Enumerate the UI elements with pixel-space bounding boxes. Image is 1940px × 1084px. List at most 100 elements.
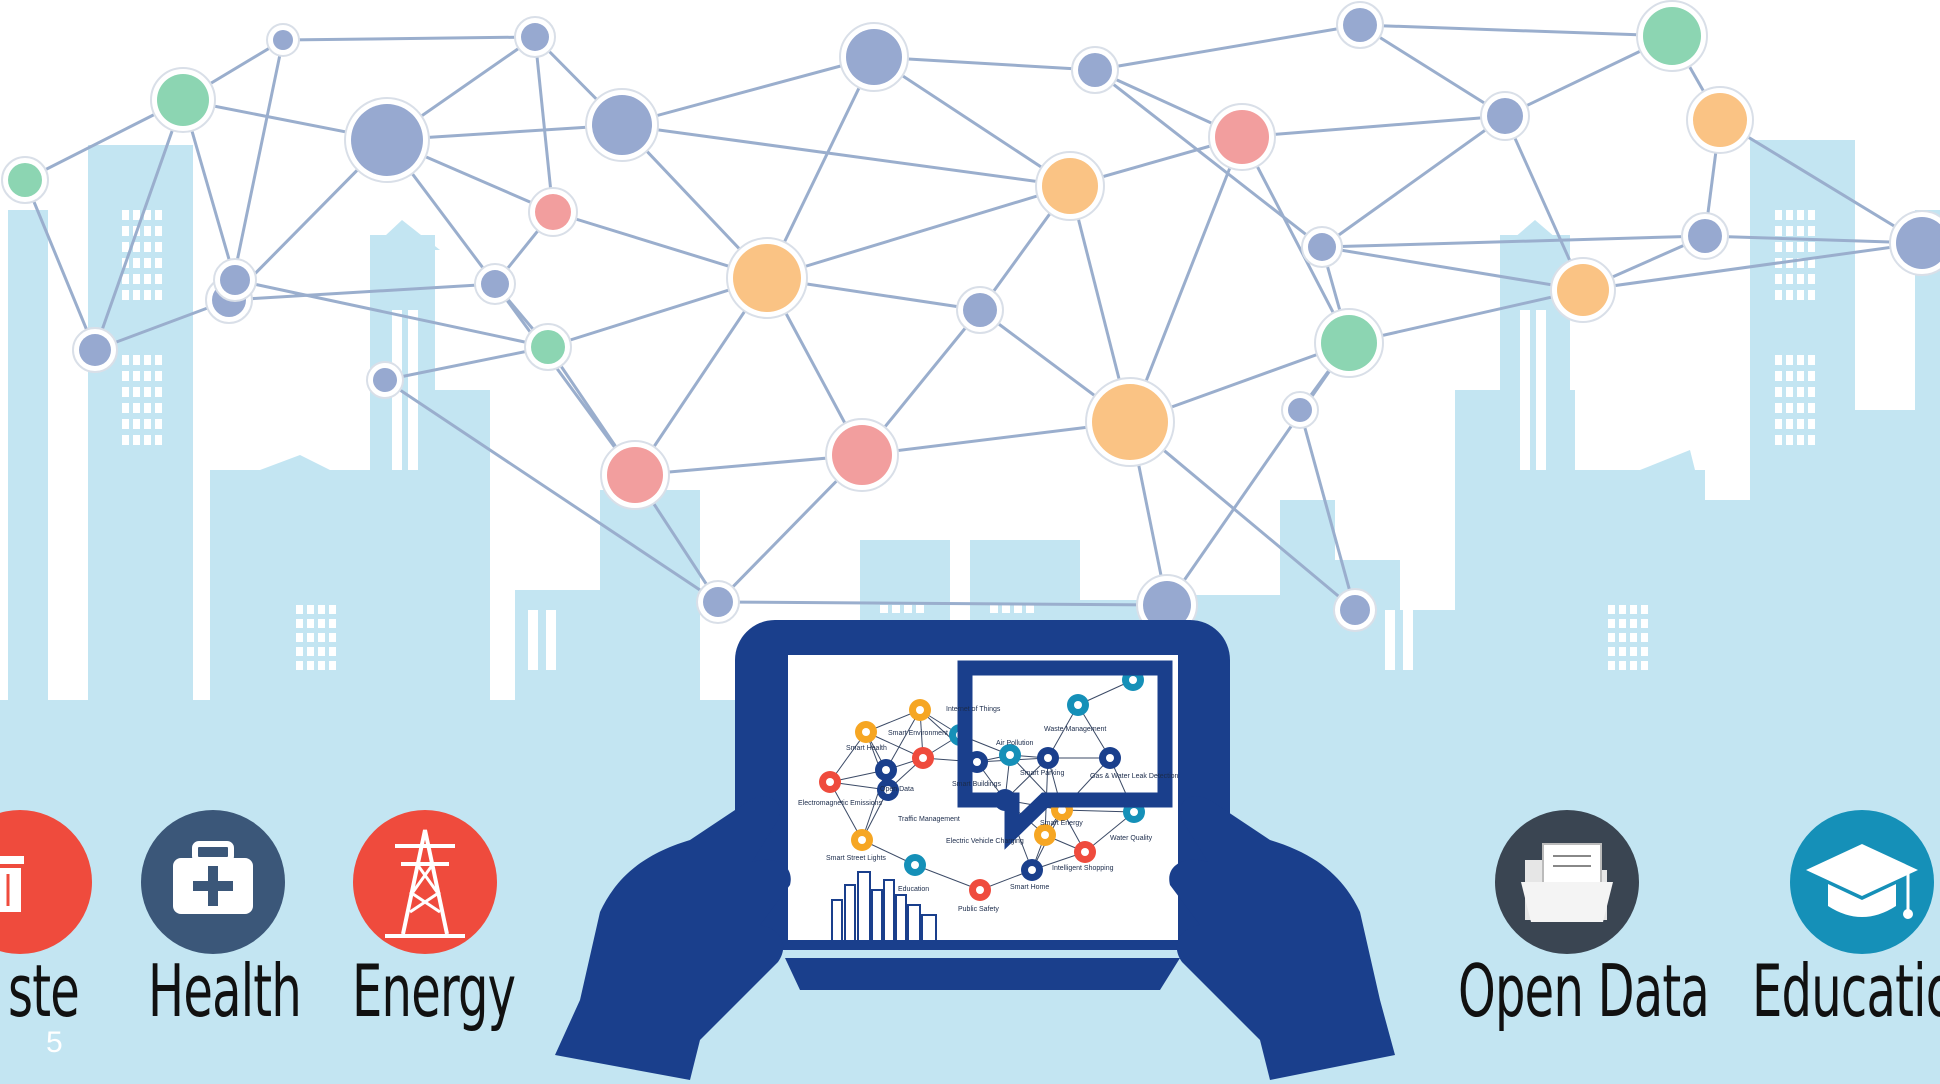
- network-node: [157, 74, 209, 126]
- network-link: [227, 39, 285, 301]
- window: [990, 605, 998, 613]
- power-pylon-icon: [385, 829, 465, 938]
- network-node: [1288, 398, 1312, 422]
- window: [144, 258, 151, 268]
- window: [329, 619, 336, 628]
- network-node: [733, 244, 801, 312]
- network-node: [1343, 8, 1377, 42]
- window: [133, 242, 140, 252]
- medical-kit-icon: [173, 841, 253, 914]
- network-node: [1340, 595, 1370, 625]
- network-link: [1359, 23, 1506, 118]
- window: [1786, 387, 1793, 397]
- window: [1786, 371, 1793, 381]
- window: [155, 226, 162, 236]
- network-link: [384, 378, 719, 604]
- network-node: [1688, 219, 1722, 253]
- open-folder-icon: [1521, 843, 1613, 922]
- window-strip: [1385, 610, 1395, 670]
- network-node: [481, 270, 509, 298]
- network-link: [23, 179, 97, 351]
- window: [1608, 633, 1615, 642]
- category-label-health: Health: [148, 949, 302, 1033]
- window: [1608, 619, 1615, 628]
- tablet-screen-label: Education: [898, 886, 930, 893]
- window: [155, 258, 162, 268]
- window: [1775, 226, 1782, 236]
- network-node: [1321, 315, 1377, 371]
- category-label-education: Educatio: [1752, 949, 1940, 1033]
- network-link: [1704, 234, 1923, 245]
- mini-node-dot: [1129, 676, 1137, 684]
- network-link: [1241, 114, 1506, 139]
- network-node: [273, 30, 293, 50]
- window-strip: [1536, 310, 1546, 470]
- window: [892, 605, 900, 613]
- window: [1797, 355, 1804, 365]
- tablet-device: [735, 620, 1230, 990]
- window: [1775, 387, 1782, 397]
- window: [1630, 661, 1637, 670]
- mini-link: [914, 864, 981, 891]
- window: [307, 605, 314, 614]
- window: [1786, 274, 1793, 284]
- window: [1797, 242, 1804, 252]
- window: [133, 274, 140, 284]
- network-node: [351, 104, 423, 176]
- tablet-screen-label: Smart Street Lights: [826, 855, 886, 862]
- tablet-screen-label: Smart Buildings: [952, 781, 1002, 788]
- window: [296, 661, 303, 670]
- network-link: [717, 600, 1168, 607]
- window: [1641, 619, 1648, 628]
- window: [1786, 403, 1793, 413]
- tablet-screen-label: Smart Health: [846, 745, 887, 752]
- window: [1797, 258, 1804, 268]
- power-pylon-badge: [353, 810, 497, 954]
- mini-building: [895, 894, 907, 946]
- roof: [260, 455, 350, 520]
- network-link: [1128, 136, 1244, 423]
- mini-node-dot: [862, 728, 870, 736]
- window: [1808, 419, 1815, 429]
- mini-node-dot: [916, 706, 924, 714]
- window: [1797, 226, 1804, 236]
- window: [1808, 403, 1815, 413]
- window: [155, 210, 162, 220]
- network-link: [766, 184, 1071, 280]
- window: [329, 661, 336, 670]
- window: [1797, 403, 1804, 413]
- tablet-screen-label: Waste Management: [1044, 726, 1107, 733]
- network-node: [1143, 581, 1191, 629]
- tablet-screen-label: Public Safety: [958, 906, 999, 913]
- network-link: [634, 453, 863, 477]
- network-node: [8, 163, 42, 197]
- window: [1775, 274, 1782, 284]
- window: [329, 647, 336, 656]
- window: [155, 403, 162, 413]
- network-node: [592, 95, 652, 155]
- building: [8, 210, 48, 710]
- window: [133, 210, 140, 220]
- mini-building: [857, 871, 871, 946]
- window: [1619, 647, 1626, 656]
- window: [144, 226, 151, 236]
- network-link: [1094, 23, 1361, 72]
- network-node: [521, 23, 549, 51]
- network-node: [1896, 217, 1940, 269]
- window: [1641, 647, 1648, 656]
- category-label-energy: Energy: [352, 949, 516, 1033]
- window: [1797, 290, 1804, 300]
- window: [296, 647, 303, 656]
- window: [1797, 387, 1804, 397]
- window: [144, 242, 151, 252]
- window: [122, 242, 129, 252]
- tablet-screen-label: Smart Parking: [1020, 770, 1065, 777]
- graduation-cap-icon: [1806, 844, 1918, 919]
- tablet-screen-label: Intelligent Shopping: [1052, 865, 1114, 872]
- window: [1797, 419, 1804, 429]
- window: [144, 371, 151, 381]
- network-node: [1215, 110, 1269, 164]
- window: [133, 435, 140, 445]
- window-strip: [546, 610, 556, 670]
